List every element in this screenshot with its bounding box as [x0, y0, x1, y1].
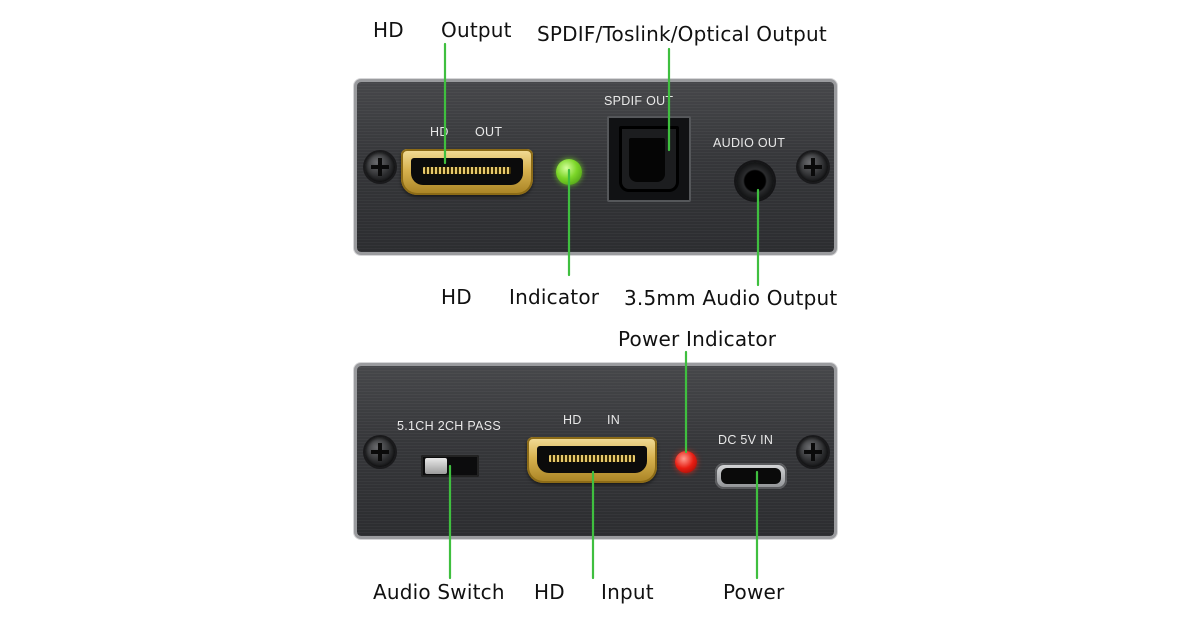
top-silk-hd: HD: [430, 125, 449, 139]
spdif-optical-port: [607, 116, 691, 202]
audio-mode-switch: [421, 455, 479, 477]
top-panel: HD OUT SPDIF OUT AUDIO OUT: [357, 82, 834, 252]
hdmi-output-port: [401, 149, 533, 195]
bottom-panel: 5.1CH 2CH PASS HD IN DC 5V IN: [357, 366, 834, 536]
callout-hd-indicator-hd: HD: [441, 285, 472, 309]
bottom-right-screw-icon: [798, 437, 828, 467]
bottom-silk-dc-in: DC 5V IN: [718, 433, 774, 447]
bottom-silk-in: IN: [607, 413, 621, 427]
callout-spdif-output: SPDIF/Toslink/Optical Output: [537, 22, 827, 46]
bottom-silk-switch-modes: 5.1CH 2CH PASS: [397, 419, 502, 433]
dc-5v-micro-usb-port: [715, 463, 787, 489]
callout-power: Power: [723, 580, 785, 604]
callout-hd-indicator-indicator: Indicator: [509, 285, 600, 309]
callout-audio-switch: Audio Switch: [373, 580, 505, 604]
top-silk-spdif-out: SPDIF OUT: [604, 94, 674, 108]
bottom-silk-hd: HD: [563, 413, 582, 427]
hd-indicator-led: [556, 159, 582, 185]
callout-hd-input-hd: HD: [534, 580, 565, 604]
callout-hd-output-hd: HD: [373, 18, 404, 42]
callout-power-indicator: Power Indicator: [618, 327, 777, 351]
power-indicator-led: [675, 451, 697, 473]
top-silk-out: OUT: [475, 125, 503, 139]
top-silk-audio-out: AUDIO OUT: [713, 136, 786, 150]
hdmi-input-port: [527, 437, 657, 483]
callout-hd-output-output: Output: [441, 18, 512, 42]
bottom-left-screw-icon: [365, 437, 395, 467]
audio-out-jack: [736, 162, 774, 200]
callout-hd-input-input: Input: [601, 580, 654, 604]
top-right-screw-icon: [798, 152, 828, 182]
top-left-screw-icon: [365, 152, 395, 182]
callout-audio-output: 3.5mm Audio Output: [624, 286, 838, 310]
